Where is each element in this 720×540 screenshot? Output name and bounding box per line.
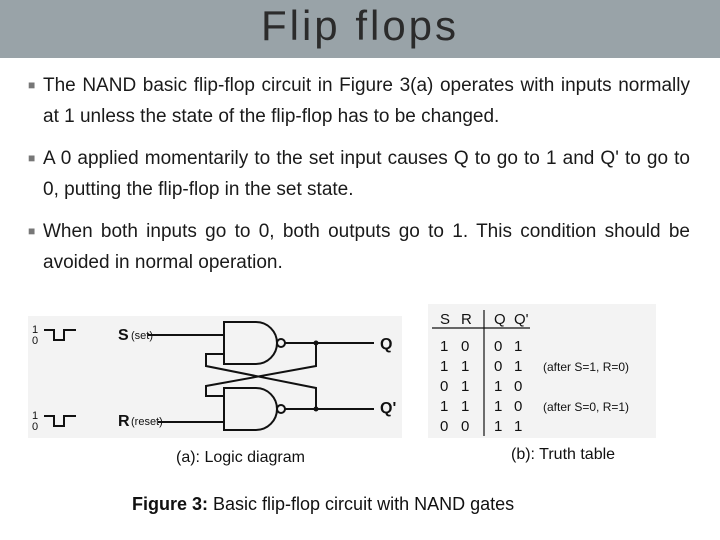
- junction-dot: [313, 340, 319, 346]
- cell-s: 0: [440, 418, 448, 435]
- cell-qbar: 0: [514, 378, 522, 395]
- level-low-label: 0: [32, 335, 38, 347]
- cell-r: 1: [461, 378, 469, 395]
- cell-s: 0: [440, 378, 448, 395]
- s-pulse-waveform: [44, 329, 76, 341]
- figure-label: Figure 3:: [132, 494, 209, 514]
- cell-qbar: 0: [514, 398, 522, 415]
- cell-q: 1: [494, 378, 502, 395]
- reset-input-note: (reset): [131, 416, 163, 428]
- cell-q: 1: [494, 418, 502, 435]
- caption-logic-diagram: (a): Logic diagram: [176, 449, 305, 466]
- square-bullet-icon: ■: [28, 151, 36, 165]
- bullet-text: When both inputs go to 0, both outputs g…: [43, 221, 690, 273]
- cell-s: 1: [440, 398, 448, 415]
- truth-table-svg: S R Q Q' 1 0 0 1 1 1 0 1 0 1 1 0 1 1 1 0…: [432, 310, 629, 436]
- qbar-output-label: Q': [380, 400, 396, 417]
- cell-r: 1: [461, 358, 469, 375]
- cell-q: 0: [494, 338, 502, 355]
- cell-qbar: 1: [514, 358, 522, 375]
- cell-r: 1: [461, 398, 469, 415]
- cell-s: 1: [440, 338, 448, 355]
- bullet-text: The NAND basic flip-flop circuit in Figu…: [43, 75, 690, 127]
- header-q: Q: [494, 311, 506, 328]
- level-high-label: 1: [32, 410, 38, 422]
- set-input-label: S: [118, 327, 129, 344]
- cell-q: 0: [494, 358, 502, 375]
- figure-caption: Figure 3: Basic flip-flop circuit with N…: [132, 494, 514, 515]
- nand-gate-upper: [223, 321, 278, 365]
- bullet-item: ■ When both inputs go to 0, both outputs…: [28, 216, 690, 278]
- row-note: (after S=0, R=1): [543, 400, 629, 414]
- cell-s: 1: [440, 358, 448, 375]
- cell-q: 1: [494, 398, 502, 415]
- truth-table: S R Q Q' 1 0 0 1 1 1 0 1 0 1 1 0 1 1 1 0…: [428, 304, 656, 438]
- reset-input-label: R: [118, 413, 130, 430]
- set-input-note: (set): [131, 330, 153, 342]
- r-pulse-waveform: [44, 415, 76, 427]
- q-feedback-wire: [205, 343, 317, 397]
- row-note: (after S=1, R=0): [543, 360, 629, 374]
- bullet-item: ■ The NAND basic flip-flop circuit in Fi…: [28, 70, 690, 132]
- inversion-bubble-upper: [276, 338, 286, 348]
- qbar-feedback-wire: [205, 353, 317, 409]
- inversion-bubble-lower: [276, 404, 286, 414]
- cell-r: 0: [461, 418, 469, 435]
- q-output-label: Q: [380, 336, 392, 353]
- level-low-label: 0: [32, 421, 38, 433]
- logic-diagram: 1 0 1 0 S (set) R (reset) Q Q': [28, 316, 402, 438]
- square-bullet-icon: ■: [28, 78, 36, 92]
- level-high-label: 1: [32, 324, 38, 336]
- logic-diagram-svg: 1 0 1 0 S (set) R (reset) Q Q': [32, 321, 396, 433]
- cell-qbar: 1: [514, 338, 522, 355]
- bullet-item: ■ A 0 applied momentarily to the set inp…: [28, 143, 690, 205]
- junction-dot: [313, 406, 319, 412]
- header-qbar: Q': [514, 311, 529, 328]
- nand-gate-lower: [223, 387, 278, 431]
- figure-caption-text: Basic flip-flop circuit with NAND gates: [208, 494, 515, 514]
- cell-r: 0: [461, 338, 469, 355]
- title-bar: Flip flops: [0, 0, 720, 58]
- header-r: R: [461, 311, 472, 328]
- slide-title: Flip flops: [260, 2, 460, 49]
- caption-truth-table: (b): Truth table: [511, 446, 616, 463]
- cell-qbar: 1: [514, 418, 522, 435]
- header-s: S: [440, 311, 450, 328]
- square-bullet-icon: ■: [28, 224, 36, 238]
- bullet-text: A 0 applied momentarily to the set input…: [43, 148, 690, 200]
